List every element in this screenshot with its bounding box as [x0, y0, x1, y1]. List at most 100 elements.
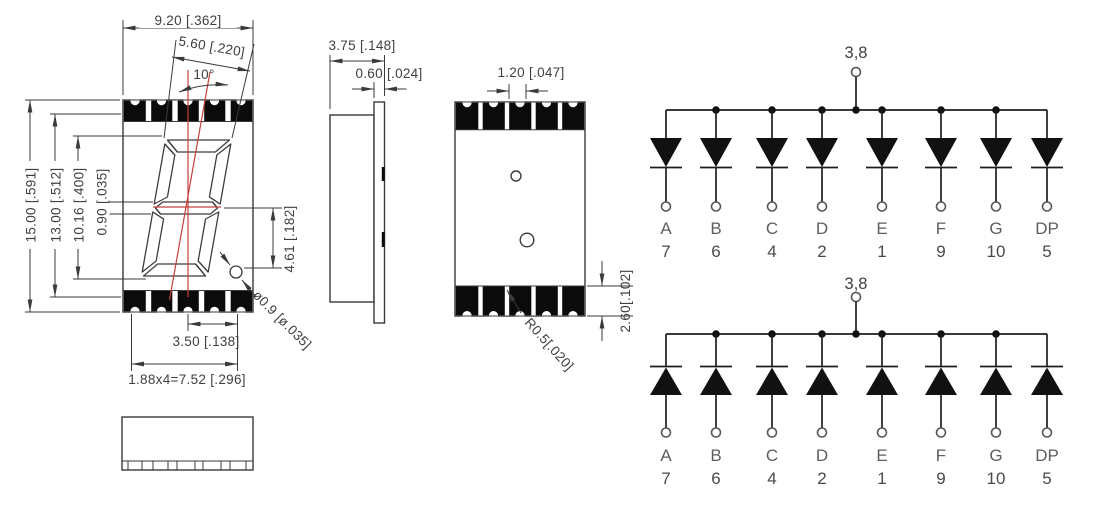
dim-pad-width: 1.20 [.047]: [497, 65, 564, 80]
common-pin-label: 3,8: [845, 44, 868, 62]
back-bottom-pad-strip: [455, 285, 585, 321]
common-pin-label: 3,8: [845, 275, 868, 293]
bottom-view: [121, 416, 254, 471]
dim-segment-gap: 0.90 [.035]: [95, 168, 110, 235]
side-view-dimensions: 3.75 [.148] 0.60 [.024]: [328, 38, 422, 109]
back-outline: [454, 101, 586, 317]
back-view: 1.20 [.047] 2.60[.102] R0.5[.020]: [454, 65, 633, 374]
pin-segment-label: G: [989, 219, 1002, 238]
segment-b: [208, 143, 232, 205]
junction-dot: [852, 330, 860, 338]
circuit-common-cathode: 3,8 A B C D E F G DP 7 6 4: [649, 275, 1064, 488]
pad-notch: [462, 98, 472, 108]
pad-notch: [209, 306, 220, 316]
pin-number-label: 9: [936, 469, 945, 488]
back-top-pad-strip: [455, 98, 585, 131]
pin-number-label: 7: [661, 469, 670, 488]
side-pad-mark: [381, 167, 385, 181]
led-diode-symbol: [979, 109, 1013, 212]
dim-dp-offset: 4.61 [.182]: [282, 205, 297, 272]
segment-f: [153, 143, 176, 205]
pad-notch: [568, 98, 578, 108]
junction-dot: [852, 106, 860, 114]
led-diode-symbol: [1030, 109, 1064, 212]
led-diode-symbol: [699, 333, 733, 438]
led-diode-symbol: [979, 333, 1013, 438]
pin-segment-label: DP: [1035, 446, 1059, 465]
pad-notch: [156, 306, 167, 316]
dim-digit-width: 5.60 [.220]: [177, 33, 246, 59]
pin-number-label: 1: [877, 469, 886, 488]
pin-segment-label: B: [710, 446, 721, 465]
led-diode-symbol: [865, 109, 899, 212]
side-body-outline: [329, 114, 375, 303]
led-diode-symbol: [699, 109, 733, 212]
dim-digit-height: 10.16 [.400]: [72, 168, 87, 243]
pin-segment-label: A: [660, 219, 672, 238]
pin-number-labels: 7 6 4 2 1 9 10 5: [661, 242, 1051, 261]
led-diode-symbol: [805, 109, 839, 212]
pin-segment-label: E: [876, 219, 887, 238]
segment-g: [154, 201, 219, 215]
common-terminal: [850, 66, 862, 78]
pin-segment-label: C: [766, 219, 778, 238]
pad-notch: [183, 306, 193, 316]
pin-segment-label: D: [816, 446, 828, 465]
led-diode-symbol: [1030, 333, 1064, 438]
decimal-point: [229, 265, 243, 279]
side-substrate-outline: [373, 101, 386, 324]
led-diode-symbol: [924, 109, 958, 212]
pin-number-label: 1: [877, 242, 886, 261]
led-diode-symbol: [755, 109, 789, 212]
pad-notch: [488, 98, 499, 108]
pin-number-label: 4: [767, 242, 776, 261]
dim-overall-height: 15.00 [.591]: [24, 168, 39, 243]
dim-body-height: 13.00 [.512]: [49, 168, 64, 243]
pin-segment-label: B: [710, 219, 721, 238]
segment-e: [141, 211, 165, 273]
pad-notch: [209, 96, 220, 106]
led-diode-symbol: [649, 109, 683, 212]
segment-a: [166, 139, 231, 153]
pin-segment-label: DP: [1035, 219, 1059, 238]
front-view: [122, 70, 254, 316]
pin-segment-label: F: [936, 446, 946, 465]
pin-segment-label: C: [766, 446, 778, 465]
dim-notch-radius: R0.5[.020]: [522, 315, 577, 374]
led-diode-symbol: [755, 333, 789, 438]
pad-notch: [130, 96, 140, 106]
dim-pad-pitch: 1.88x4=7.52 [.296]: [128, 372, 246, 387]
angle-arc: [178, 81, 229, 93]
bottom-pad-strip: [123, 290, 253, 316]
side-view: 3.75 [.148] 0.60 [.024]: [328, 38, 422, 324]
dim-overall-width: 9.20 [.362]: [154, 13, 221, 28]
dim-tilt-angle: 10°: [193, 67, 214, 82]
dim-pad-spacing: 3.50 [.138]: [172, 334, 239, 349]
pad-notch: [156, 96, 167, 106]
led-diode-symbol: [649, 333, 683, 438]
pin-segment-label: E: [876, 446, 887, 465]
pin-number-label: 7: [661, 242, 670, 261]
centerlines: [153, 70, 221, 301]
side-pad-mark: [381, 232, 385, 247]
pin-number-label: 6: [711, 242, 720, 261]
alignment-hole-small: [510, 170, 522, 182]
led-diode-symbol: [805, 333, 839, 438]
pin-number-labels: 7 6 4 2 1 9 10 5: [661, 469, 1051, 488]
dim-overall-depth: 3.75 [.148]: [328, 38, 395, 53]
pin-number-label: 5: [1042, 469, 1051, 488]
dim-pad-height: 2.60[.102]: [618, 269, 633, 332]
pin-number-label: 9: [936, 242, 945, 261]
pad-notch: [541, 98, 552, 108]
pin-number-label: 2: [817, 242, 826, 261]
tilted-centerline: [168, 71, 211, 301]
led-diode-symbol: [865, 333, 899, 438]
common-terminal: [850, 291, 862, 303]
pin-segment-label: F: [936, 219, 946, 238]
led-diode-symbol: [924, 333, 958, 438]
pin-number-label: 6: [711, 469, 720, 488]
pin-number-label: 4: [767, 469, 776, 488]
pin-segment-label: A: [660, 446, 672, 465]
